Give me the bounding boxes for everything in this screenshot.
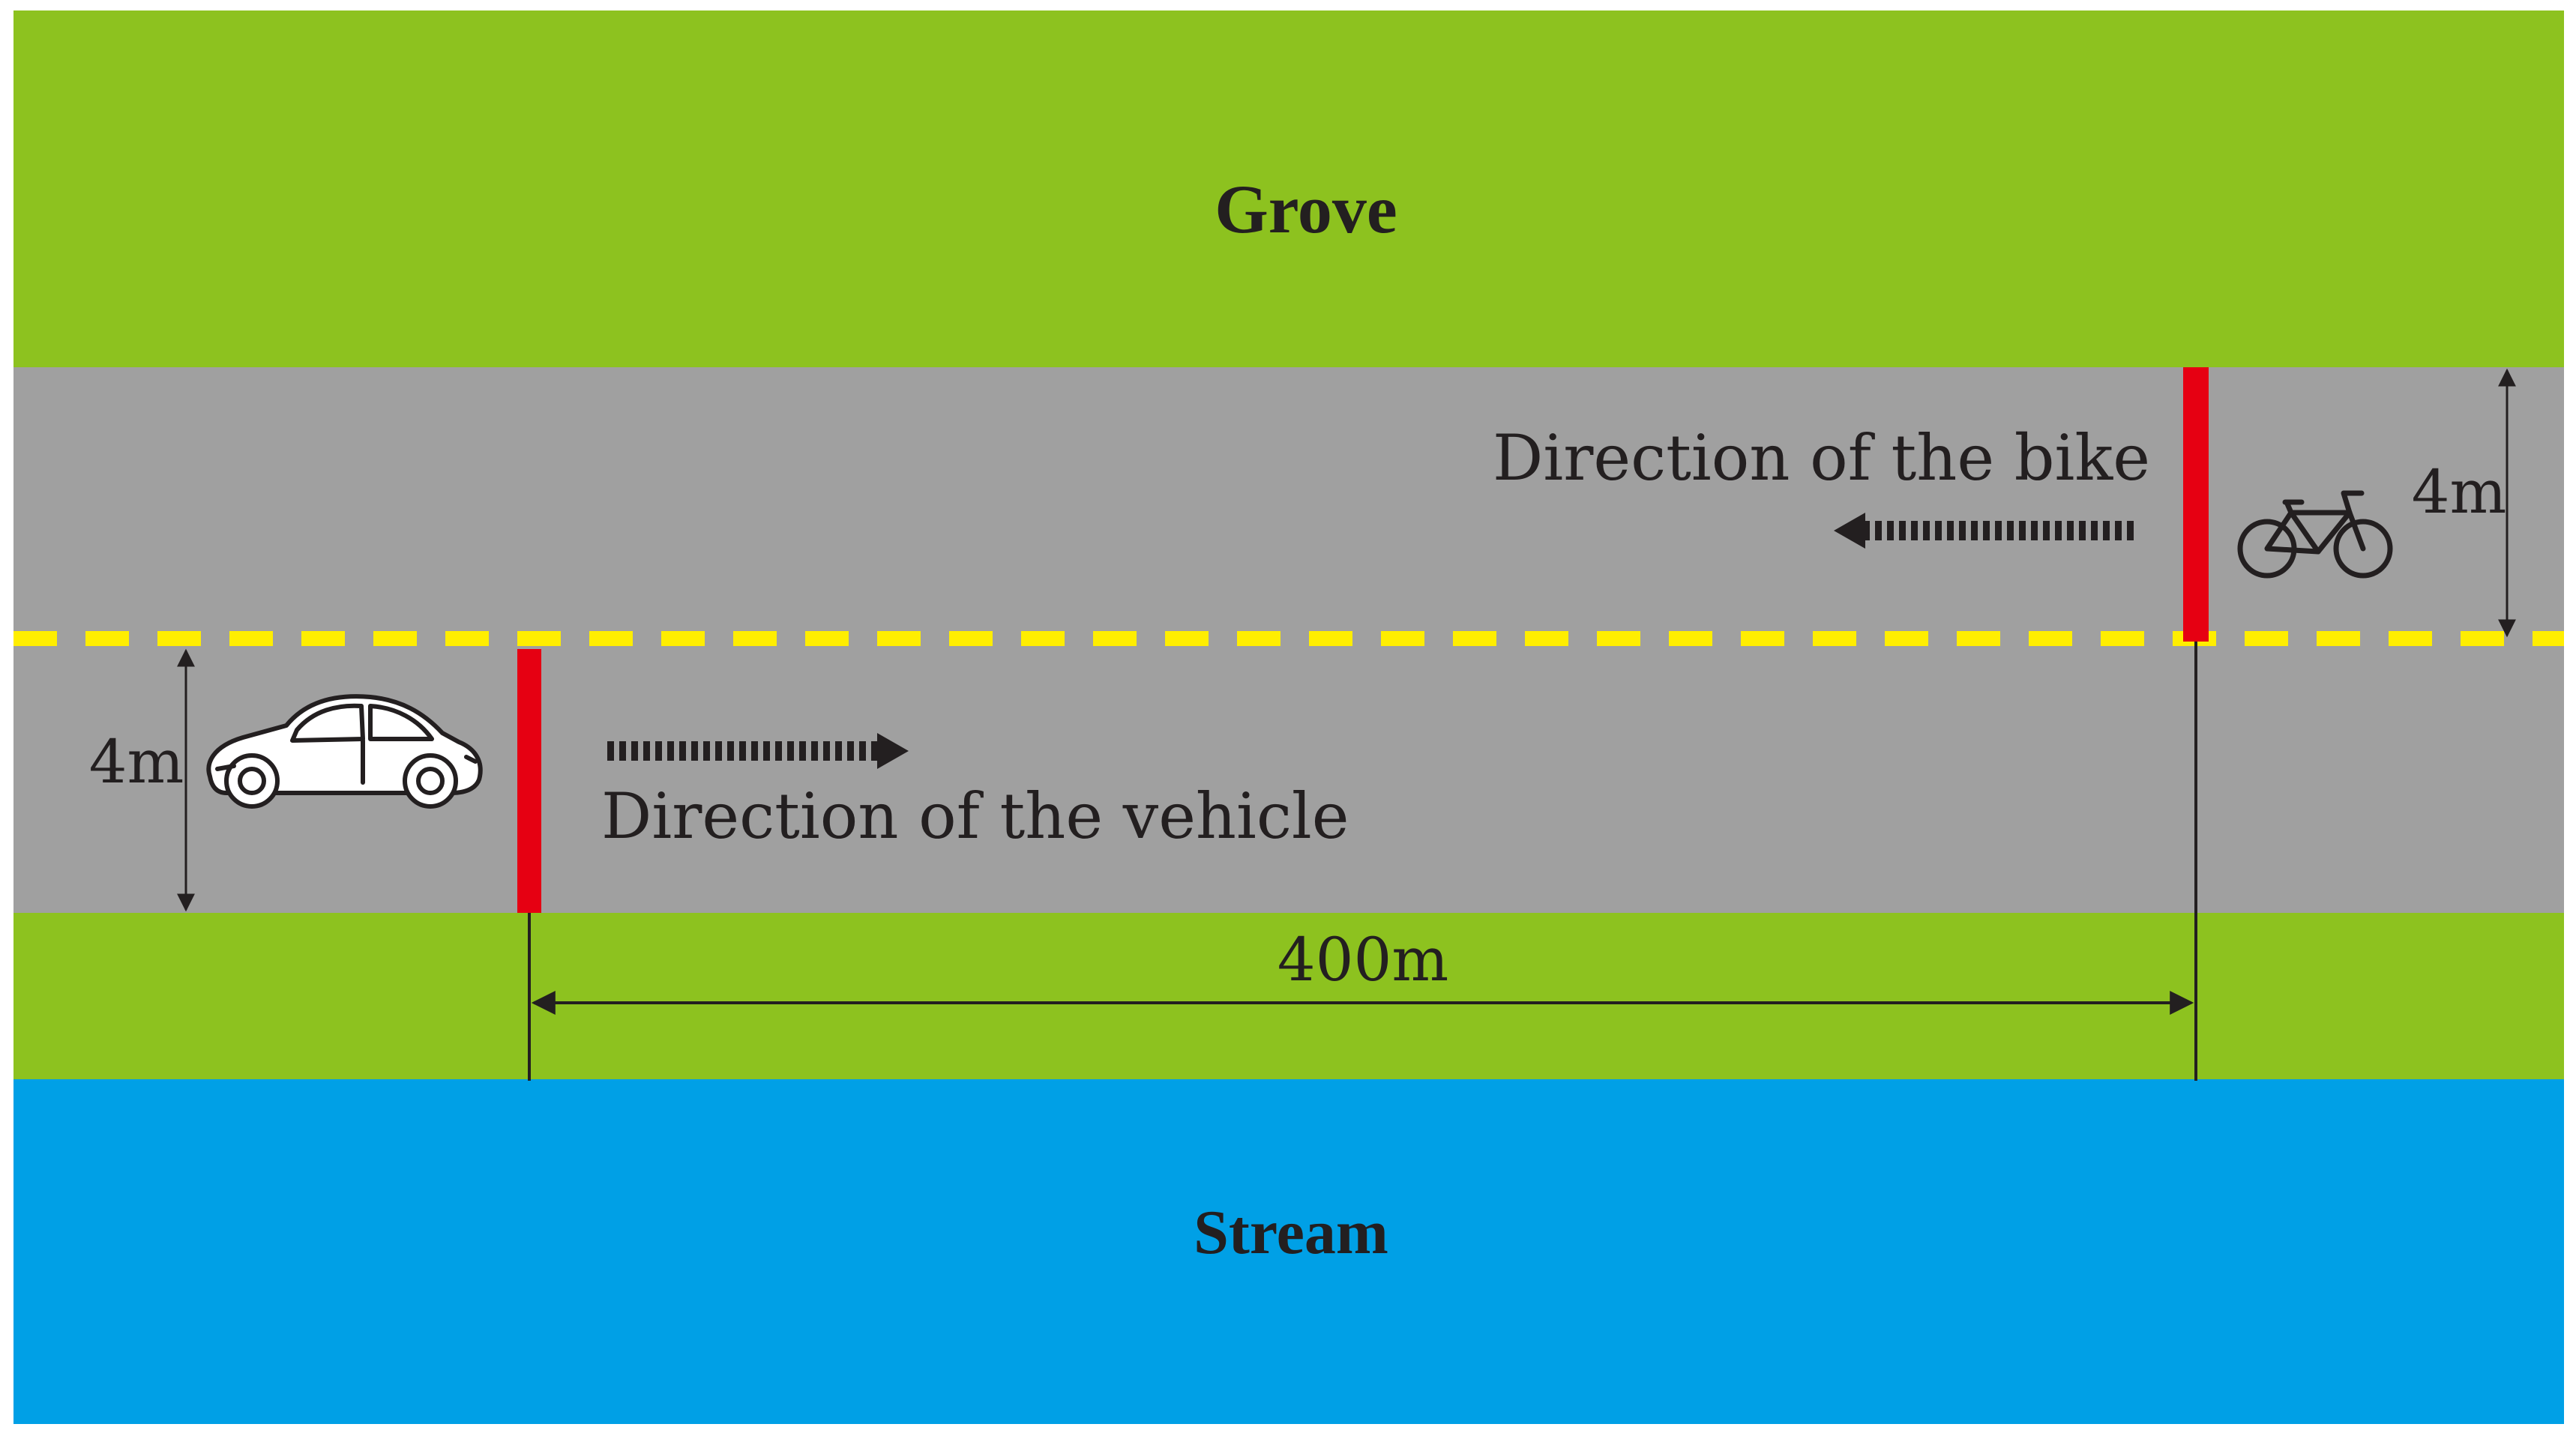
stream-area: [13, 1079, 2564, 1424]
bike-direction-label: Direction of the bike: [1493, 421, 2150, 495]
bicycle-icon: [2237, 490, 2393, 579]
stream-label: Stream: [1194, 1198, 1388, 1267]
vehicle-direction-label: Direction of the vehicle: [601, 779, 1349, 853]
bike-start-marker: [2183, 367, 2209, 642]
car-icon: [206, 694, 483, 809]
grove-area: [13, 10, 2564, 367]
vehicle-start-marker: [517, 649, 541, 913]
distance-label: 400m: [1278, 925, 1449, 995]
lane-width-label-left: 4m: [89, 727, 184, 797]
lane-width-label-right: 4m: [2412, 457, 2507, 527]
vehicle-direction-arrow: [607, 733, 909, 769]
bike-direction-arrow: [1834, 513, 2134, 549]
grove-label: Grove: [1215, 171, 1397, 247]
